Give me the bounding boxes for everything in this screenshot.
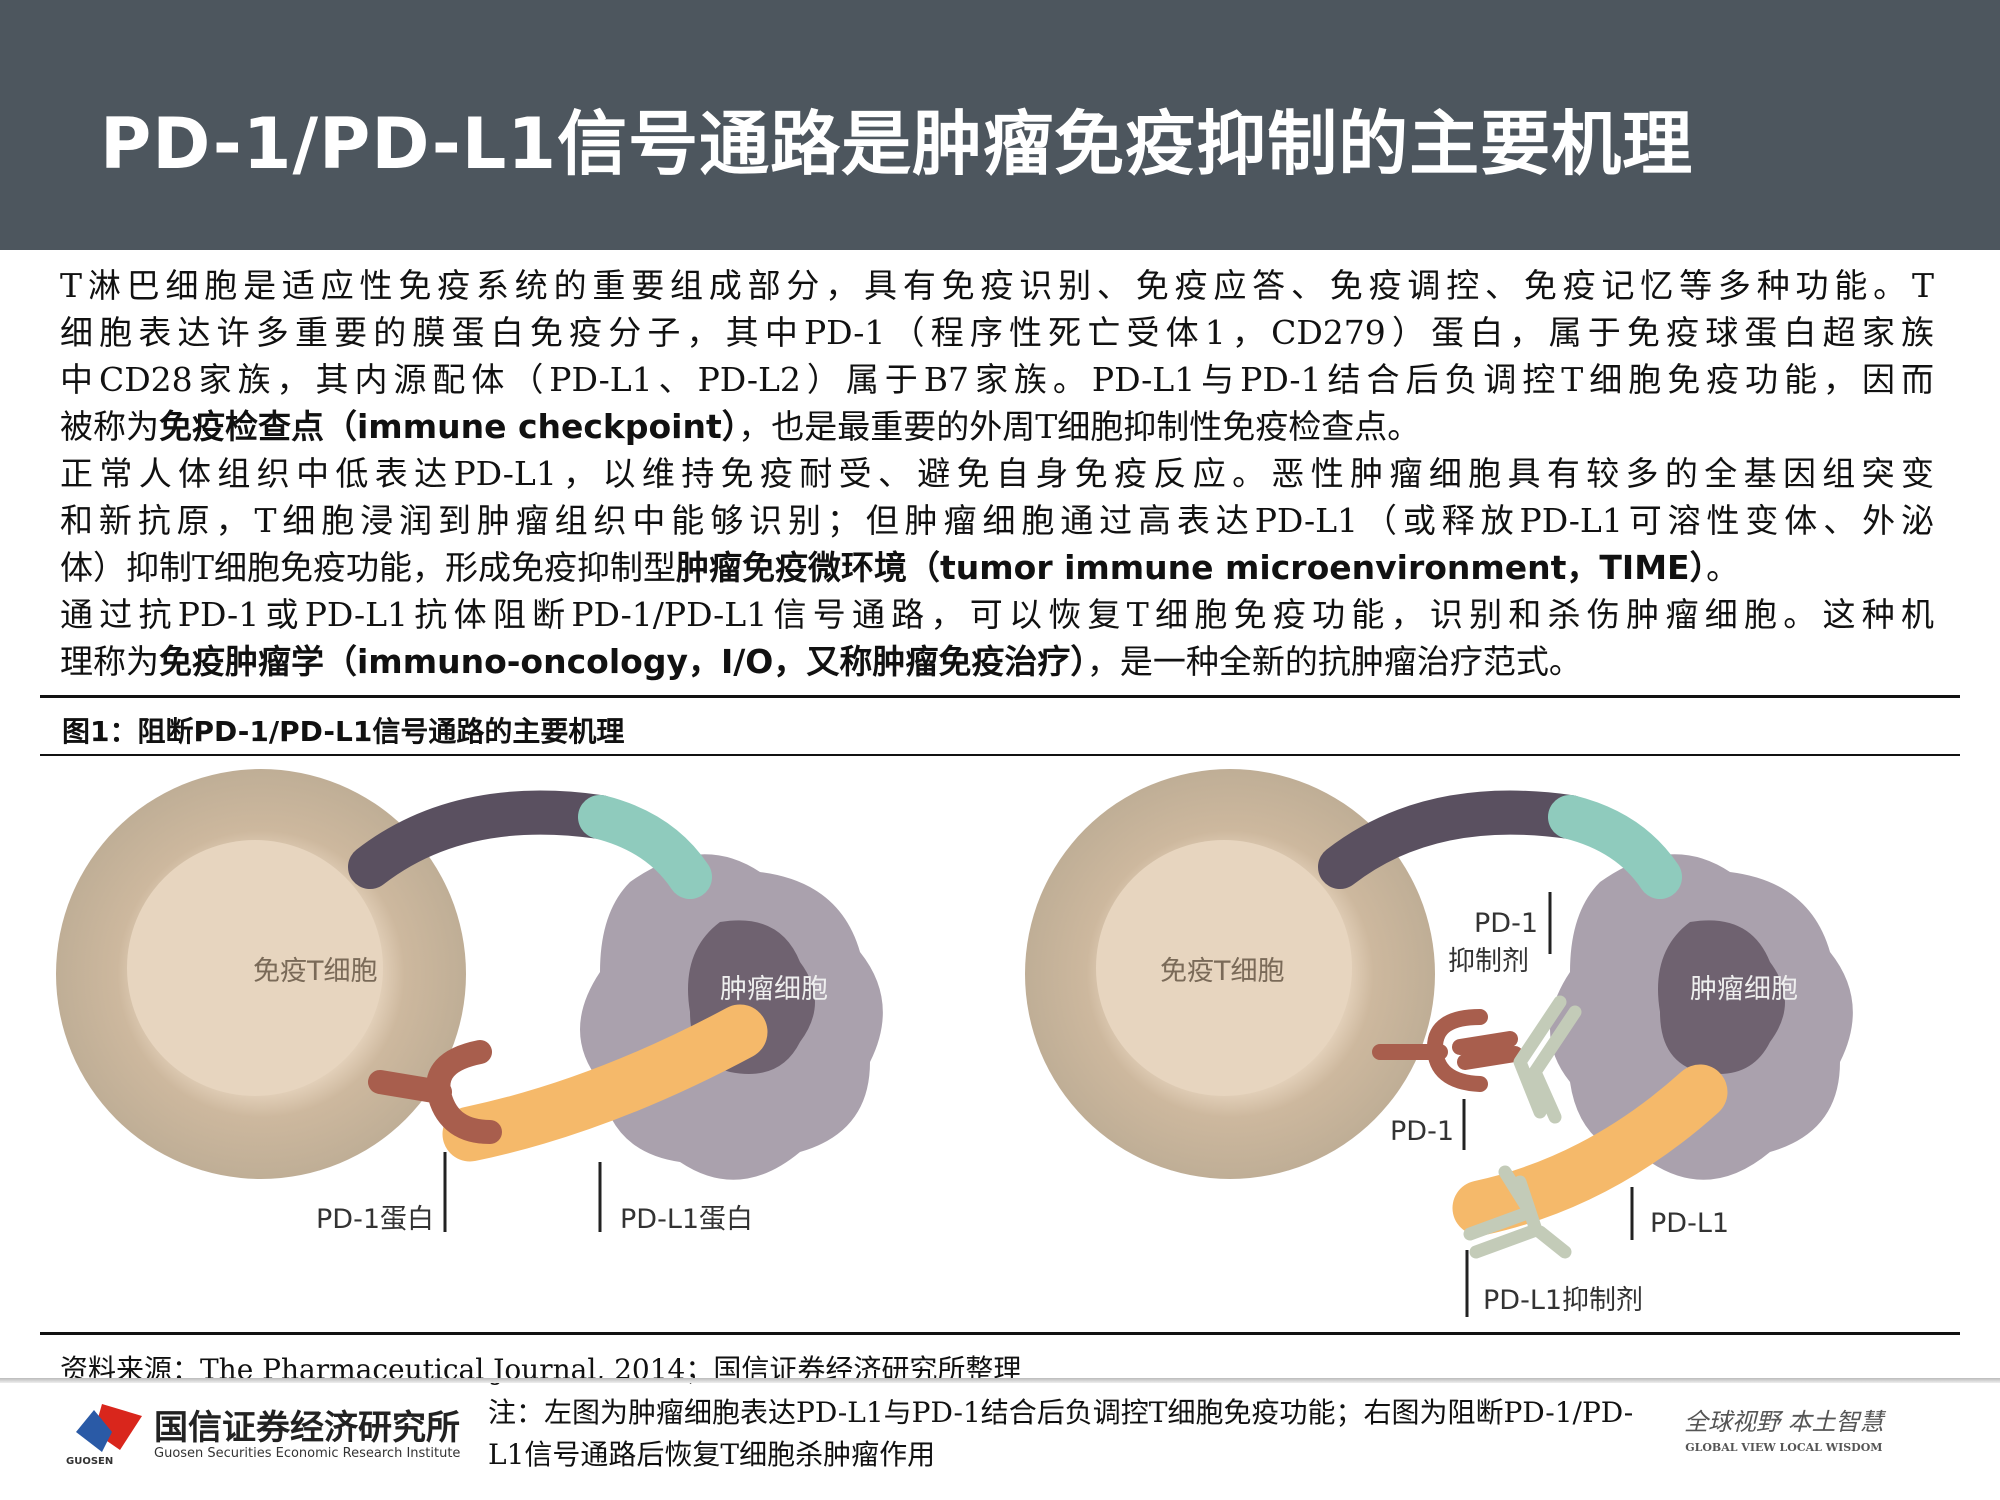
text-segment: 通过抗PD-1或PD-L1抗体阻断PD-1/PD-L1信号通路，可以恢复T细胞免… (60, 595, 1934, 634)
text-segment: 理称为 (60, 642, 159, 681)
pd1-pathway-figure: 免疫T细胞 肿瘤细胞 PD-1蛋白 PD-L1蛋白 免疫T细胞 肿瘤细胞 PD-… (56, 769, 1853, 1317)
text-segment: 被称为 (60, 407, 159, 446)
bold-term: 免疫检查点（immune checkpoint） (159, 407, 739, 446)
footer-divider (0, 1378, 2000, 1383)
right-diagram: 免疫T细胞 肿瘤细胞 PD-1 抑制剂 PD-1 PD-L1 PD-L1抑制剂 (1025, 769, 1853, 1317)
header-bar: PD-1/PD-L1信号通路是肿瘤免疫抑制的主要机理 (0, 0, 2000, 250)
text-segment: 体）抑制T细胞免疫功能，形成免疫抑制型 (60, 548, 677, 587)
body-line: 通过抗PD-1或PD-L1抗体阻断PD-1/PD-L1信号通路，可以恢复T细胞免… (60, 591, 1934, 638)
guosen-logo: GUOSEN 国信证券经济研究所 Guosen Securities Econo… (66, 1398, 486, 1468)
text-segment: 细胞表达许多重要的膜蛋白免疫分子，其中PD-1（程序性死亡受体1，CD279）蛋… (60, 313, 1934, 352)
figure-caption: 图1：阻断PD-1/PD-L1信号通路的主要机理 (62, 715, 625, 748)
tumor-cell-label: 肿瘤细胞 (720, 974, 828, 1005)
body-line: 理称为免疫肿瘤学（immuno-oncology，I/O，又称肿瘤免疫治疗），是… (60, 638, 1934, 685)
body-line: 正常人体组织中低表达PD-L1，以维持免疫耐受、避免自身免疫反应。恶性肿瘤细胞具… (60, 450, 1934, 497)
text-segment: 和新抗原，T细胞浸润到肿瘤组织中能够识别；但肿瘤细胞通过高表达PD-L1（或释放… (60, 501, 1934, 540)
divider (40, 754, 1960, 756)
bold-term: 免疫肿瘤学（immuno-oncology，I/O，又称肿瘤免疫治疗） (159, 642, 1087, 681)
text-segment: 正常人体组织中低表达PD-L1，以维持免疫耐受、避免自身免疫反应。恶性肿瘤细胞具… (60, 454, 1934, 493)
text-segment: T淋巴细胞是适应性免疫系统的重要组成部分，具有免疫识别、免疫应答、免疫调控、免疫… (60, 266, 1934, 305)
text-segment: 。 (1706, 548, 1740, 587)
t-cell-label: 免疫T细胞 (253, 956, 378, 987)
pdl1-inhibitor-label: PD-L1抑制剂 (1483, 1285, 1643, 1316)
pd-1-protein (368, 1040, 502, 1144)
figure-note: 注：左图为肿瘤细胞表达PD-L1与PD-1结合后负调控T细胞免疫功能；右图为阻断… (488, 1396, 1634, 1471)
pd1-inhibitor-label-2: 抑制剂 (1448, 946, 1529, 977)
body-line: 中CD28家族，其内源配体（PD-L1、PD-L2）属于B7家族。PD-L1与P… (60, 356, 1934, 403)
body-line: 细胞表达许多重要的膜蛋白免疫分子，其中PD-1（程序性死亡受体1，CD279）蛋… (60, 309, 1934, 356)
text-segment: ，也是最重要的外周T细胞抑制性免疫检查点。 (738, 407, 1421, 446)
body-line: T淋巴细胞是适应性免疫系统的重要组成部分，具有免疫识别、免疫应答、免疫调控、免疫… (60, 262, 1934, 309)
bold-term: 肿瘤免疫微环境（tumor immune microenvironment，TI… (676, 548, 1707, 587)
pd1-label: PD-1蛋白 (316, 1204, 434, 1235)
tumor-cell-label: 肿瘤细胞 (1690, 974, 1798, 1005)
t-cell-label: 免疫T细胞 (1160, 956, 1285, 987)
page-title: PD-1/PD-L1信号通路是肿瘤免疫抑制的主要机理 (100, 103, 1694, 185)
body-line: 体）抑制T细胞免疫功能，形成免疫抑制型肿瘤免疫微环境（tumor immune … (60, 544, 1934, 591)
text-segment: ，是一种全新的抗肿瘤治疗范式。 (1086, 642, 1582, 681)
pdl1-label: PD-L1 (1650, 1208, 1729, 1239)
pd1-label: PD-1 (1390, 1116, 1454, 1147)
pdl1-label: PD-L1蛋白 (620, 1204, 753, 1235)
body-line: 被称为免疫检查点（immune checkpoint），也是最重要的外周T细胞抑… (60, 403, 1934, 450)
pd-1-protein-right (1372, 1009, 1523, 1092)
text-segment: 中CD28家族，其内源配体（PD-L1、PD-L2）属于B7家族。PD-L1与P… (60, 360, 1934, 399)
t-cell-nucleus (127, 840, 383, 1096)
pd-l1-protein (442, 1004, 768, 1162)
pd-l1-inhibitor (1463, 1165, 1572, 1259)
body-text: T淋巴细胞是适应性免疫系统的重要组成部分，具有免疫识别、免疫应答、免疫调控、免疫… (60, 262, 1934, 685)
pd-1-inhibitor (1513, 995, 1582, 1124)
divider (40, 1332, 1960, 1335)
pd1-inhibitor-label-1: PD-1 (1474, 908, 1538, 939)
divider (40, 695, 1960, 698)
body-line: 和新抗原，T细胞浸润到肿瘤组织中能够识别；但肿瘤细胞通过高表达PD-L1（或释放… (60, 497, 1934, 544)
logo-mark-icon (76, 1404, 142, 1452)
purple-protein (348, 790, 622, 889)
teal-protein (578, 795, 712, 899)
left-diagram: 免疫T细胞 肿瘤细胞 PD-1蛋白 PD-L1蛋白 (56, 769, 883, 1235)
slogan: 全球视野 本土智慧 GLOBAL VIEW LOCAL WISDOM (1684, 1408, 1884, 1454)
